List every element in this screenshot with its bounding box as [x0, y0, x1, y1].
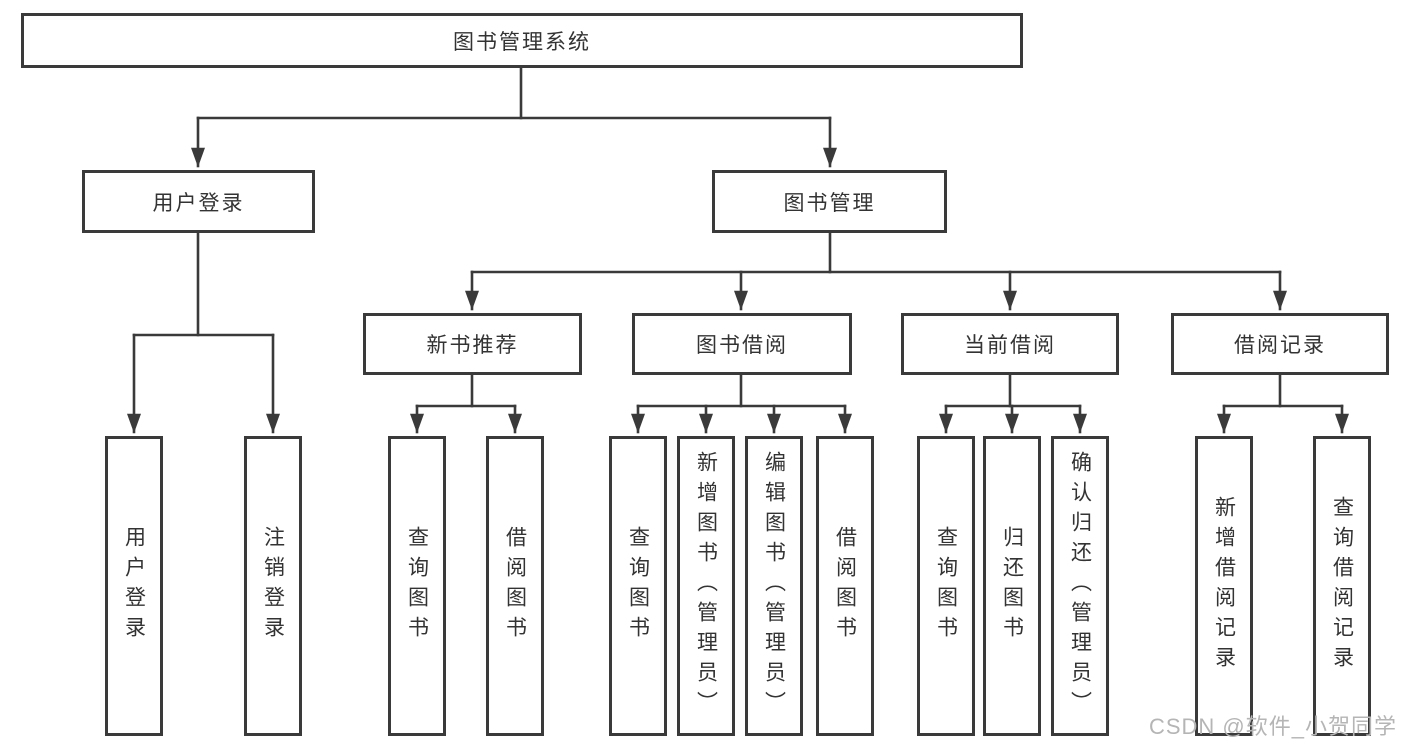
leaf-confirm-return-admin: 确认归还（管理员）	[1051, 436, 1109, 736]
leaf-edit-books-admin: 编辑图书（管理员）	[745, 436, 803, 736]
leaf-query-books-recommend-label: 查询图书	[405, 526, 429, 646]
node-book-borrow: 图书借阅	[632, 313, 852, 375]
node-user-login: 用户登录	[82, 170, 315, 233]
watermark-text: CSDN @软件_小贺同学	[1148, 714, 1397, 739]
leaf-add-books-admin: 新增图书（管理员）	[677, 436, 735, 736]
node-borrow-records: 借阅记录	[1171, 313, 1389, 375]
leaf-return-books: 归还图书	[983, 436, 1041, 736]
leaf-query-books-borrow: 查询图书	[609, 436, 667, 736]
leaf-logout: 注销登录	[244, 436, 302, 736]
node-book-management: 图书管理	[712, 170, 947, 233]
leaf-borrow-books-recommend-label: 借阅图书	[503, 526, 527, 646]
leaf-query-borrow-record: 查询借阅记录	[1313, 436, 1371, 736]
leaf-return-books-label: 归还图书	[1000, 526, 1024, 646]
leaf-query-books-borrow-label: 查询图书	[626, 526, 650, 646]
leaf-borrow-books-recommend: 借阅图书	[486, 436, 544, 736]
leaf-query-books-recommend: 查询图书	[388, 436, 446, 736]
leaf-query-books-current: 查询图书	[917, 436, 975, 736]
leaf-user-login-label: 用户登录	[122, 526, 146, 646]
leaf-confirm-return-admin-label: 确认归还（管理员）	[1068, 451, 1092, 721]
leaf-edit-books-admin-label: 编辑图书（管理员）	[762, 451, 786, 721]
leaf-user-login: 用户登录	[105, 436, 163, 736]
leaf-add-books-admin-label: 新增图书（管理员）	[694, 451, 718, 721]
leaf-borrow-books-label: 借阅图书	[833, 526, 857, 646]
node-current-borrow: 当前借阅	[901, 313, 1119, 375]
node-new-book-recommend: 新书推荐	[363, 313, 582, 375]
leaf-query-borrow-record-label: 查询借阅记录	[1330, 496, 1354, 676]
leaf-borrow-books: 借阅图书	[816, 436, 874, 736]
leaf-add-borrow-record: 新增借阅记录	[1195, 436, 1253, 736]
leaf-logout-label: 注销登录	[261, 526, 285, 646]
leaf-query-books-current-label: 查询图书	[934, 526, 958, 646]
node-root-system: 图书管理系统	[21, 13, 1023, 68]
leaf-add-borrow-record-label: 新增借阅记录	[1212, 496, 1236, 676]
